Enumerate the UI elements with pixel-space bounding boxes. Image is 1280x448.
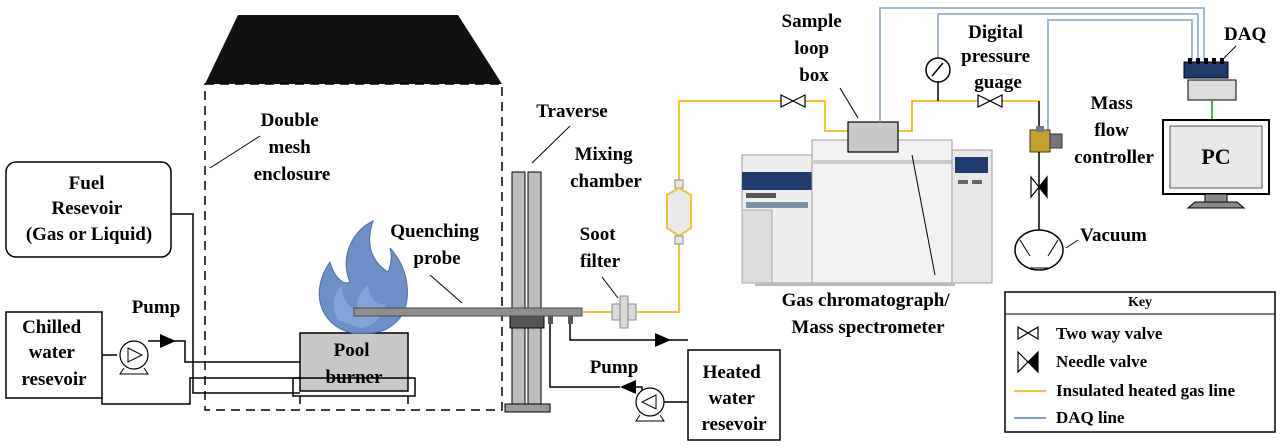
pressure-gauge-icon xyxy=(925,57,951,101)
heated-water-reservoir-box xyxy=(687,349,781,441)
soot-filter-label: Soot filter xyxy=(580,224,621,272)
pump-right-label: Pump xyxy=(590,357,639,378)
daq-label: DAQ xyxy=(1224,24,1266,45)
quenching-probe-label: Quenching probe xyxy=(390,221,483,269)
sample-loop-box xyxy=(847,121,899,153)
key-item-label: Needle valve xyxy=(1056,352,1148,371)
heated-return-arrow-icon xyxy=(620,380,636,394)
probe-port-b xyxy=(568,316,573,324)
vacuum-pump-icon xyxy=(1014,229,1064,271)
probe-leader-line xyxy=(429,274,463,304)
key-needle-valve-icon xyxy=(1017,350,1039,374)
mass-flow-controller-icon xyxy=(1029,126,1063,153)
daq-device-icon xyxy=(1183,58,1237,101)
pump-left-label: Pump xyxy=(132,297,181,318)
key-two-way-valve-icon xyxy=(1017,325,1039,341)
needle-valve-icon xyxy=(1030,175,1048,199)
sample-loop-leader-line xyxy=(839,87,859,119)
pump-left-icon xyxy=(119,340,149,375)
traverse xyxy=(504,171,551,413)
gc-ms-label: Gas chromatograph/ Mass spectrometer xyxy=(782,290,955,338)
key-item-label: DAQ line xyxy=(1056,408,1125,427)
traverse-leader-line xyxy=(531,125,571,164)
pc-monitor-icon xyxy=(1162,119,1270,209)
fuel-line xyxy=(171,213,300,394)
chilled-water-label: Chilled water resevoir xyxy=(21,317,87,390)
enclosure-mesh xyxy=(204,83,503,411)
mixing-chamber-icon xyxy=(666,179,692,245)
pc-label: PC xyxy=(1201,144,1230,169)
soot-filter-leader-line xyxy=(601,276,619,299)
vacuum-leader-line xyxy=(1065,239,1079,249)
enclosure-roof xyxy=(205,15,502,84)
key-item-label: Two way valve xyxy=(1056,324,1163,343)
daq-line xyxy=(879,7,1205,130)
mixing-chamber-label: Mixing chamber xyxy=(570,144,642,192)
heated-water-label: Heated water resevoir xyxy=(701,362,767,435)
mass-flow-controller-label: Mass flow controller xyxy=(1074,93,1154,168)
pressure-gauge-label: Digital pressure guage xyxy=(961,22,1035,93)
key-legend: Key Two way valve Needle valve Insulated… xyxy=(1004,291,1276,433)
heated-return-line xyxy=(549,324,620,388)
double-mesh-enclosure xyxy=(204,15,503,411)
two-way-valve-icon xyxy=(780,94,806,108)
key-title: Key xyxy=(1128,295,1152,310)
daq-leader-line xyxy=(1221,45,1237,61)
heated-supply-arrow-icon xyxy=(655,333,671,347)
gc-transfer-line xyxy=(911,154,936,276)
pool-burner-box xyxy=(299,332,409,392)
sample-loop-label: Sample loop box xyxy=(782,11,847,86)
probe-port-a xyxy=(548,316,553,324)
burner-stand xyxy=(292,377,416,397)
fuel-reservoir-box xyxy=(5,161,172,258)
double-mesh-label: Double mesh enclosure xyxy=(254,110,331,185)
chilled-flow-arrow-icon xyxy=(160,334,176,348)
soot-filter-icon xyxy=(611,295,637,329)
enclosure-leader-line xyxy=(209,135,261,169)
fuel-reservoir-label: Fuel Resevoir (Gas or Liquid) xyxy=(26,173,152,245)
pump-right-icon xyxy=(635,387,665,422)
heated-supply-line xyxy=(569,324,688,341)
chilled-supply-line xyxy=(148,340,300,363)
heated-line-to-pump xyxy=(636,386,643,390)
key-item-label: Insulated heated gas line xyxy=(1056,381,1235,400)
gc-ms-instrument xyxy=(741,139,993,286)
two-way-valve-icon xyxy=(977,94,1003,108)
chilled-return-line xyxy=(101,377,300,405)
traverse-label: Traverse xyxy=(536,101,607,122)
vacuum-label: Vacuum xyxy=(1080,225,1147,246)
quenching-probe xyxy=(353,307,583,317)
